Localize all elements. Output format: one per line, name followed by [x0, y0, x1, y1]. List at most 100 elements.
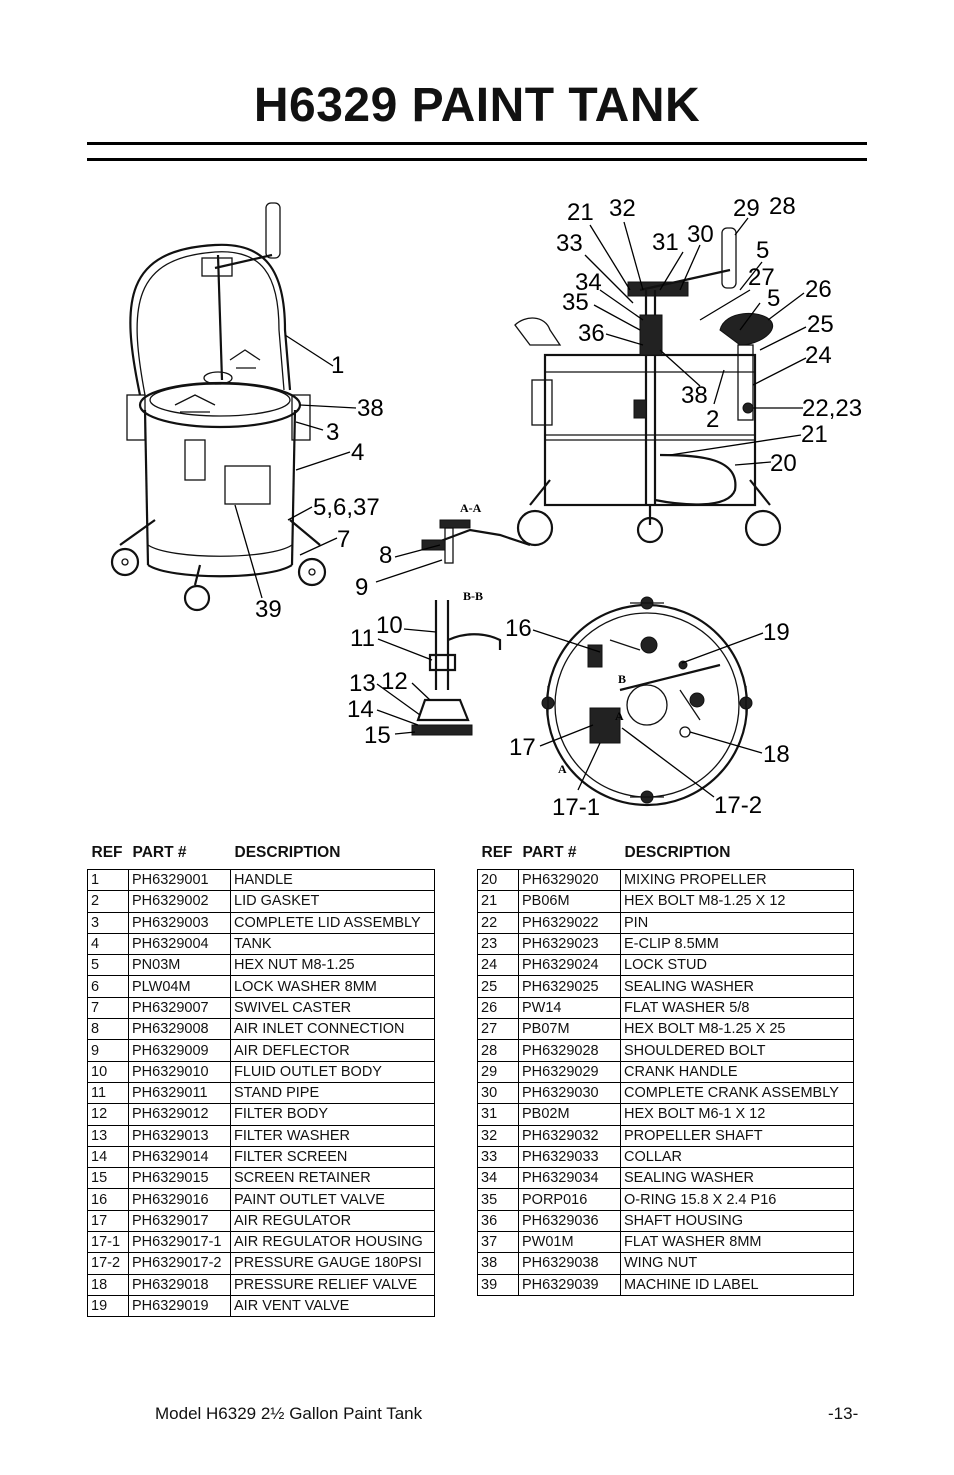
cell-part: PB02M: [518, 1103, 621, 1126]
callout-label: 5,6,37: [313, 494, 380, 521]
callout-label: 17-1: [552, 794, 600, 821]
cell-ref: 14: [87, 1145, 129, 1169]
cell-part: PH6329015: [128, 1167, 231, 1190]
callout-label: 32: [609, 195, 636, 222]
cell-ref: 23: [477, 932, 519, 956]
cell-part: PH6329024: [518, 954, 621, 977]
callout-label: 29: [733, 195, 760, 222]
cell-desc: O-RING 15.8 X 2.4 P16: [620, 1188, 854, 1211]
callout-label: 38: [357, 395, 384, 422]
cell-desc: FILTER SCREEN: [230, 1145, 435, 1169]
cell-desc: PRESSURE RELIEF VALVE: [230, 1273, 435, 1296]
section-label: A-A: [460, 501, 482, 515]
cell-ref: 3: [87, 911, 129, 934]
callout-label: 3: [326, 419, 339, 446]
callout-label: 13: [349, 670, 376, 697]
col-desc: DESCRIPTION: [234, 844, 341, 861]
cell-part: PLW04M: [128, 975, 231, 998]
cell-part: PH6329007: [128, 996, 231, 1020]
section-marks: A-A B-B A B A: [460, 501, 626, 776]
cell-desc: SHOULDERED BOLT: [620, 1039, 854, 1062]
cell-desc: AIR REGULATOR HOUSING: [230, 1231, 435, 1254]
cell-ref: 1: [87, 868, 129, 892]
tank-perspective-drawing: [110, 202, 327, 612]
cell-desc: COLLAR: [620, 1145, 854, 1169]
cell-part: PW01M: [518, 1231, 621, 1254]
cell-part: PH6329020: [518, 868, 621, 892]
col-part: PART #: [132, 844, 187, 861]
cell-part: PH6329001: [128, 868, 231, 892]
cell-desc: HEX BOLT M8-1.25 X 12: [620, 890, 854, 913]
cell-ref: 38: [477, 1252, 519, 1275]
cell-desc: CRANK HANDLE: [620, 1060, 854, 1083]
cell-part: PH6329012: [128, 1103, 231, 1126]
cell-part: PH6329023: [518, 932, 621, 956]
callout-label: 5: [767, 285, 780, 312]
callout-label: 4: [351, 439, 364, 466]
cell-ref: 30: [477, 1081, 519, 1105]
cell-part: PH6329017-1: [128, 1231, 231, 1254]
cell-ref: 8: [87, 1018, 129, 1041]
cell-part: PH6329022: [518, 911, 621, 934]
cell-ref: 34: [477, 1167, 519, 1190]
col-ref: REF: [481, 844, 513, 861]
section-label: B-B: [463, 589, 483, 603]
tank-cross-section-drawing: [514, 227, 782, 547]
cell-part: PB06M: [518, 890, 621, 913]
cell-ref: 16: [87, 1188, 129, 1211]
cell-ref: 37: [477, 1231, 519, 1254]
cell-ref: 15: [87, 1167, 129, 1190]
cell-desc: STAND PIPE: [230, 1081, 435, 1105]
cell-ref: 13: [87, 1124, 129, 1147]
section-b-b-drawing: [411, 600, 502, 736]
section-label: A: [615, 709, 624, 723]
col-desc: DESCRIPTION: [624, 844, 731, 861]
section-a-a-drawing: [421, 519, 531, 564]
cell-ref: 24: [477, 954, 519, 977]
cell-ref: 11: [87, 1081, 129, 1105]
cell-part: PORP016: [518, 1188, 621, 1211]
callout-label: 25: [807, 311, 834, 338]
cell-part: PH6329017: [128, 1209, 231, 1233]
cell-desc: HEX NUT M8-1.25: [230, 954, 435, 977]
callout-label: 33: [556, 230, 583, 257]
callout-label: 21: [801, 421, 828, 448]
cell-ref: 5: [87, 954, 129, 977]
page-title: H6329 PAINT TANK: [253, 79, 701, 132]
cell-ref: 4: [87, 932, 129, 956]
cell-desc: SCREEN RETAINER: [230, 1167, 435, 1190]
callout-label: 21: [567, 199, 594, 226]
tank-top-view-drawing: [541, 596, 753, 807]
cell-desc: SHAFT HOUSING: [620, 1209, 854, 1233]
cell-part: PW14: [518, 996, 621, 1020]
callout-label: 18: [763, 741, 790, 768]
cell-desc: E-CLIP 8.5MM: [620, 932, 854, 956]
cell-desc: HANDLE: [230, 868, 435, 892]
cell-ref: 6: [87, 975, 129, 998]
callout-label: 17: [509, 734, 536, 761]
cell-ref: 18: [87, 1273, 129, 1296]
cell-desc: LOCK STUD: [620, 954, 854, 977]
cell-desc: MACHINE ID LABEL: [620, 1273, 854, 1296]
callout-label: 20: [770, 450, 797, 477]
cell-ref: 25: [477, 975, 519, 998]
cell-desc: FILTER WASHER: [230, 1124, 435, 1147]
parts-diagram: 1 38 3 4 5,6,37 7 8 9 39 21 32 29 28 33 …: [110, 193, 862, 821]
callout-label: 28: [769, 193, 796, 220]
cell-desc: SEALING WASHER: [620, 1167, 854, 1190]
cell-desc: PROPELLER SHAFT: [620, 1124, 854, 1147]
cell-part: PH6329038: [518, 1252, 621, 1275]
cell-desc: PAINT OUTLET VALVE: [230, 1188, 435, 1211]
